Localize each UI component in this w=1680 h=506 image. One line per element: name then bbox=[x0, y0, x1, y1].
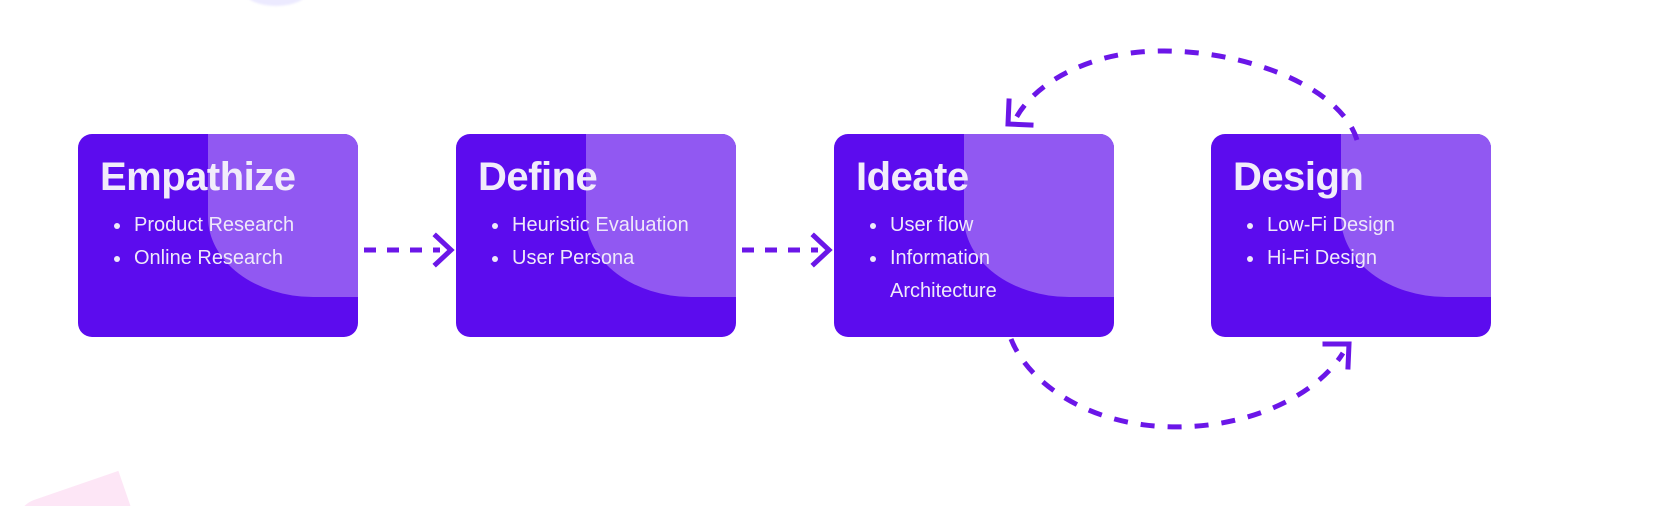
card-body: Ideate User flow Information Architectur… bbox=[834, 134, 1114, 308]
stage-card-empathize[interactable]: Empathize Product Research Online Resear… bbox=[78, 134, 358, 337]
stage-card-ideate[interactable]: Ideate User flow Information Architectur… bbox=[834, 134, 1114, 337]
pink-blob-decoration bbox=[9, 470, 150, 506]
lavender-blob-decoration bbox=[245, 0, 307, 6]
list-item: Product Research bbox=[106, 209, 340, 242]
stage-card-define[interactable]: Define Heuristic Evaluation User Persona bbox=[456, 134, 736, 337]
card-body: Design Low-Fi Design Hi-Fi Design bbox=[1211, 134, 1491, 275]
card-body: Define Heuristic Evaluation User Persona bbox=[456, 134, 736, 275]
dashed-arrow-icon bbox=[742, 232, 833, 268]
card-item-list: Product Research Online Research bbox=[100, 209, 340, 275]
loop-arrow-bottom-icon bbox=[1008, 338, 1352, 430]
list-item: Information Architecture bbox=[862, 242, 1096, 308]
card-title: Empathize bbox=[100, 155, 296, 199]
list-item: Hi-Fi Design bbox=[1239, 242, 1473, 275]
connector-empathize-to-define bbox=[362, 225, 458, 275]
dashed-arrow-icon bbox=[364, 232, 455, 268]
list-item: Heuristic Evaluation bbox=[484, 209, 718, 242]
card-title: Design bbox=[1233, 155, 1364, 199]
loop-arrow-top-icon bbox=[1005, 48, 1360, 141]
list-item: Online Research bbox=[106, 242, 340, 275]
card-title: Ideate bbox=[856, 155, 969, 199]
list-item: User Persona bbox=[484, 242, 718, 275]
stage-card-design[interactable]: Design Low-Fi Design Hi-Fi Design bbox=[1211, 134, 1491, 337]
card-body: Empathize Product Research Online Resear… bbox=[78, 134, 358, 275]
card-title: Define bbox=[478, 155, 598, 199]
list-item: User flow bbox=[862, 209, 1096, 242]
card-item-list: Heuristic Evaluation User Persona bbox=[478, 209, 718, 275]
card-item-list: Low-Fi Design Hi-Fi Design bbox=[1233, 209, 1473, 275]
connector-define-to-ideate bbox=[740, 225, 836, 275]
card-item-list: User flow Information Architecture bbox=[856, 209, 1096, 308]
list-item: Low-Fi Design bbox=[1239, 209, 1473, 242]
